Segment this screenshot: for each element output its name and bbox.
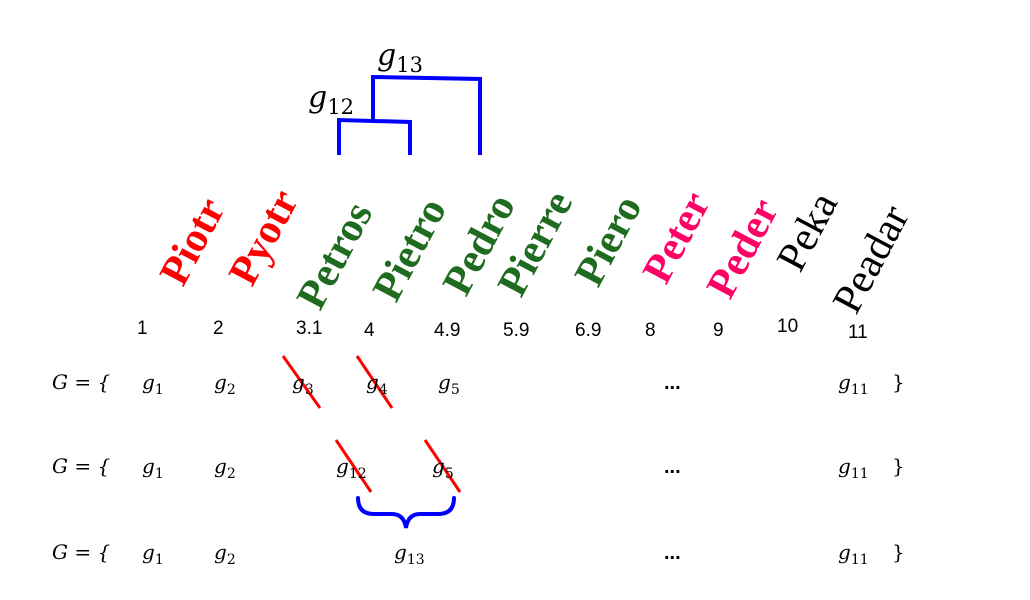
- position-number: 3.1: [296, 318, 323, 339]
- strike-g3: [281, 355, 322, 409]
- position-number: 8: [645, 320, 656, 341]
- set-element: g1: [142, 540, 164, 568]
- set-element: g1: [142, 454, 164, 482]
- g12-label: g12: [308, 80, 354, 119]
- set-suffix: }: [892, 540, 905, 564]
- position-number: 4: [364, 320, 375, 341]
- set-prefix: G = {: [52, 540, 111, 564]
- set-element: g11: [838, 540, 869, 568]
- set-prefix: G = {: [52, 370, 111, 394]
- set-element: g12: [336, 454, 367, 482]
- set-element: g1: [142, 370, 164, 398]
- set-prefix: G = {: [52, 454, 111, 478]
- position-number: 4.9: [434, 320, 461, 341]
- set-element: g2: [214, 540, 236, 568]
- g13-label: g13: [377, 38, 423, 77]
- ellipsis: ...: [664, 456, 681, 478]
- set-element: g4: [366, 370, 388, 398]
- strike-g5: [423, 439, 462, 493]
- set-element: g13: [394, 540, 425, 568]
- set-suffix: }: [892, 370, 905, 394]
- position-number: 2: [213, 318, 224, 339]
- position-number: 5.9: [503, 320, 530, 341]
- position-number: 9: [713, 320, 724, 341]
- position-number: 6.9: [575, 320, 602, 341]
- set-element: g11: [838, 370, 869, 398]
- dendrogram-g13-bracket: [371, 74, 482, 155]
- set-element: g2: [214, 454, 236, 482]
- position-number: 10: [777, 316, 799, 337]
- position-number: 1: [137, 318, 148, 339]
- position-number: 11: [848, 322, 868, 343]
- strike-g12: [334, 439, 373, 493]
- dendrogram-g12-bracket: [337, 117, 412, 155]
- set-element: g3: [292, 370, 314, 398]
- set-element: g11: [838, 454, 869, 482]
- set-element: g5: [438, 370, 460, 398]
- strike-g4: [355, 355, 394, 409]
- ellipsis: ...: [664, 372, 681, 394]
- curly-brace: [356, 496, 456, 529]
- set-element: g2: [214, 370, 236, 398]
- set-element: g5: [432, 454, 454, 482]
- ellipsis: ...: [664, 542, 681, 564]
- set-suffix: }: [892, 454, 905, 478]
